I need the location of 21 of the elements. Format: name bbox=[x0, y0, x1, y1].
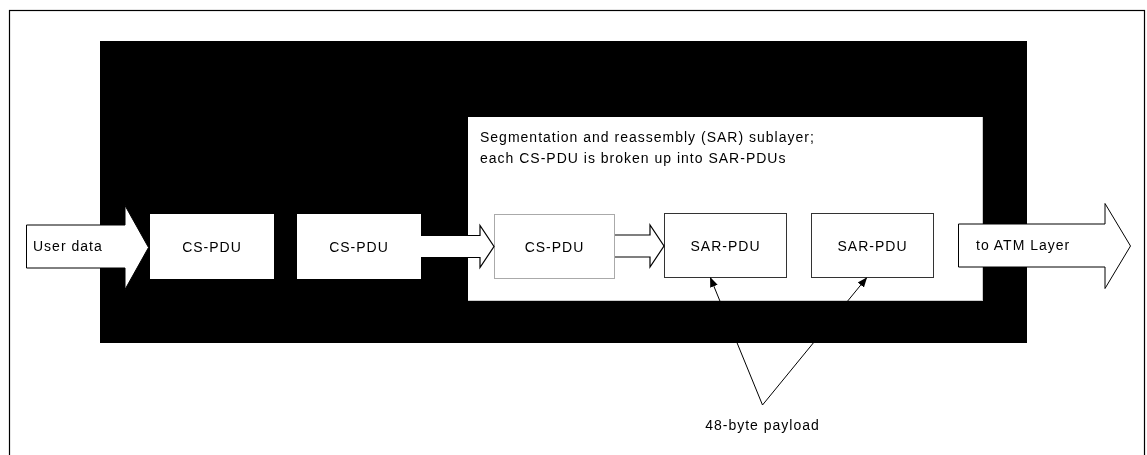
arrow-label: to ATM Layer bbox=[976, 236, 1071, 253]
box-label: CS-PDU bbox=[524, 238, 585, 255]
box-label: SAR-PDU bbox=[690, 237, 761, 254]
callout-text: 48-byte payload bbox=[704, 417, 821, 433]
process-box bbox=[664, 213, 787, 278]
box-label: SAR-PDU bbox=[837, 237, 908, 254]
leader-line bbox=[710, 277, 763, 406]
process-box bbox=[297, 214, 421, 279]
block-arrow bbox=[26, 205, 149, 290]
box-label: CS-PDU bbox=[182, 238, 242, 255]
box-label: CS-PDU bbox=[329, 238, 389, 255]
process-box bbox=[494, 214, 615, 279]
process-box bbox=[150, 214, 274, 279]
panel-heading: Segmentation and reassembly (SAR) sublayer; each CS-PDU is broken up into SAR-PDUs bbox=[480, 128, 816, 168]
block-arrow bbox=[614, 223, 665, 269]
background-band bbox=[100, 41, 1027, 343]
block-arrow bbox=[958, 203, 1131, 289]
leader-line bbox=[762, 277, 868, 406]
arrow-label: User data bbox=[33, 237, 103, 254]
process-box bbox=[811, 213, 934, 278]
block-arrow bbox=[420, 223, 495, 270]
